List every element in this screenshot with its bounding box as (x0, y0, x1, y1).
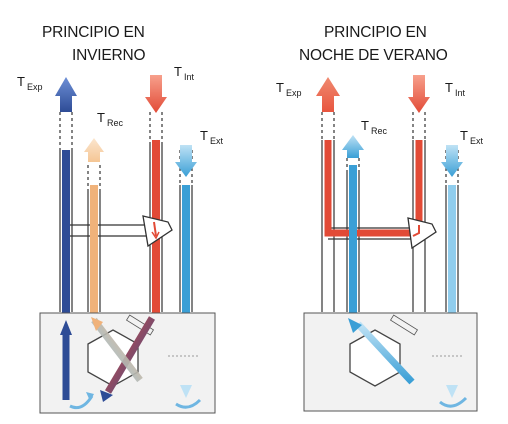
winter-exhaust-flow (62, 150, 70, 318)
svg-text:Ext: Ext (470, 136, 484, 146)
winter-label-texp: T Exp (17, 74, 43, 92)
summer-ducts (321, 112, 459, 312)
svg-text:Ext: Ext (210, 136, 224, 146)
winter-diagonal-recovery (91, 317, 143, 383)
svg-text:Exp: Exp (27, 82, 43, 92)
summer-filter-top (389, 314, 419, 336)
summer-interior-arrow-down (408, 75, 430, 113)
svg-text:T: T (17, 74, 25, 89)
summer-bypass-flow (324, 140, 423, 237)
winter-title-line2: INVIERNO (72, 47, 145, 64)
summer-label-text: T Ext (460, 128, 484, 146)
winter-label-trec: T Rec (97, 110, 124, 128)
winter-label-tint: T Int (174, 64, 195, 82)
svg-text:Int: Int (455, 88, 466, 98)
winter-exterior-arrow-down (175, 145, 197, 177)
summer-exhaust-arrow-up (316, 77, 340, 112)
svg-text:Exp: Exp (286, 88, 302, 98)
summer-label-trec: T Rec (361, 118, 388, 136)
summer-recovered-arrow-up (342, 135, 364, 158)
summer-label-texp: T Exp (276, 80, 302, 98)
svg-text:T: T (276, 80, 284, 95)
summer-recovered-flow (349, 165, 357, 313)
svg-text:T: T (174, 64, 182, 79)
winter-ducts (59, 112, 193, 312)
summer-night-diagram: PRINCIPIO EN NOCHE DE VERANO T Exp T Rec… (276, 24, 484, 412)
svg-text:T: T (445, 80, 453, 95)
summer-bottom-curve (439, 396, 468, 408)
svg-text:Rec: Rec (371, 126, 388, 136)
summer-title-line1: PRINCIPIO EN (324, 24, 427, 41)
summer-exterior-arrow-down (441, 145, 463, 177)
svg-text:Int: Int (184, 72, 195, 82)
svg-text:T: T (361, 118, 369, 133)
winter-interior-arrow-down (145, 75, 167, 113)
svg-text:T: T (460, 128, 468, 143)
svg-text:T: T (200, 128, 208, 143)
summer-title-line2: NOCHE DE VERANO (299, 47, 448, 64)
winter-exhaust-arrow-up (55, 77, 77, 112)
svg-text:Rec: Rec (107, 118, 124, 128)
summer-exterior-flow (448, 185, 456, 315)
winter-diagonal-hot-to-cold (104, 316, 156, 394)
winter-exterior-flow (182, 185, 190, 315)
winter-bypass-damper (142, 215, 173, 248)
svg-text:T: T (97, 110, 105, 125)
winter-recovered-arrow-up (84, 138, 104, 162)
winter-filter-top (125, 314, 155, 336)
winter-bottom-curve-right (175, 398, 202, 409)
winter-recovered-flow (90, 185, 98, 315)
winter-label-text: T Ext (200, 128, 224, 146)
winter-title-line1: PRINCIPIO EN (42, 24, 145, 41)
summer-diagonal-recovery (355, 321, 415, 385)
winter-diagram: PRINCIPIO EN INVIERNO T Exp T Rec T Int … (17, 24, 224, 414)
summer-label-tint: T Int (445, 80, 466, 98)
summer-bypass-damper (407, 217, 437, 250)
